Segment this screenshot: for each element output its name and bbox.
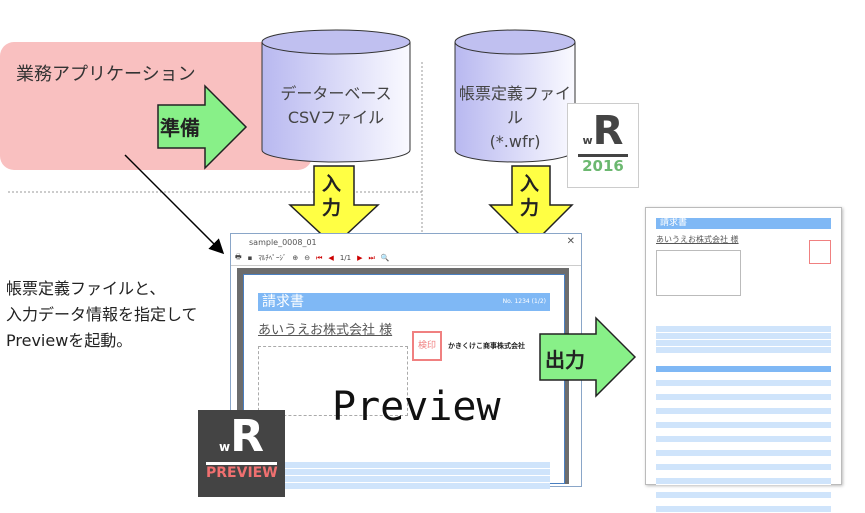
customer-name: あいうえお株式会社 様 <box>258 323 393 338</box>
definition-line2: (*.wfr) <box>489 132 541 151</box>
output-stamp <box>809 240 831 264</box>
prepare-label: 準備 <box>160 116 200 140</box>
output-arrow <box>539 316 637 398</box>
definition-line1: 帳票定義ファイル <box>458 84 571 127</box>
input-arrow-database <box>288 165 380 248</box>
definition-cylinder <box>454 29 576 163</box>
input-label-definition: 入力 <box>520 173 540 219</box>
view-mode-select[interactable]: ﾏﾙﾁﾍﾟｰｼﾞ <box>258 254 287 262</box>
database-label: データーベース CSVファイル <box>262 82 410 130</box>
address-box <box>258 346 408 416</box>
output-document: 請求書 あいうえお株式会社 様 <box>645 207 842 513</box>
window-titlebar: sample_0008_01 ✕ <box>231 234 581 251</box>
business-app-label: 業務アプリケーション <box>16 64 196 85</box>
output-payment-table <box>656 326 831 354</box>
wr-2016-logo: wR 2016 <box>567 103 639 188</box>
preview-window: sample_0008_01 ✕ 🖶 ▪ ﾏﾙﾁﾍﾟｰｼﾞ ⊕ ⊖ ⏮ ◀ 1/… <box>230 233 582 490</box>
note-line: Previewを起動。 <box>6 331 133 350</box>
page-indicator: 1/1 <box>339 254 352 262</box>
input-label-database: 入力 <box>322 173 342 219</box>
input-arrow-definition <box>488 165 574 248</box>
output-address-box <box>656 250 741 296</box>
business-app-area <box>0 42 312 170</box>
note-line: 入力データ情報を指定して <box>6 305 198 324</box>
close-icon[interactable]: ✕ <box>566 236 575 247</box>
search-icon[interactable]: 🔍 <box>380 254 390 262</box>
database-line2: CSVファイル <box>287 108 385 127</box>
output-items-table <box>656 366 831 513</box>
last-page-icon[interactable]: ⏭ <box>368 253 375 262</box>
wr-preview-logo: wR PREVIEW <box>198 410 285 497</box>
print-icon[interactable]: 🖶 <box>235 252 242 261</box>
database-line1: データーベース <box>280 84 392 103</box>
company-name: かきくけこ商事株式会社 <box>448 342 525 350</box>
save-icon[interactable]: ▪ <box>247 254 253 262</box>
next-page-icon[interactable]: ▶ <box>357 254 363 262</box>
prev-page-icon[interactable]: ◀ <box>328 254 334 262</box>
preview-caption: Preview <box>332 384 501 430</box>
note-line: 帳票定義ファイルと、 <box>6 279 166 298</box>
window-title: sample_0008_01 <box>249 238 317 247</box>
zoom-in-icon[interactable]: ⊕ <box>292 254 299 262</box>
output-customer: あいうえお株式会社 様 <box>656 235 739 244</box>
output-label: 出力 <box>545 348 585 372</box>
prepare-arrow <box>157 84 248 170</box>
seal-stamp: 検印 <box>412 331 442 361</box>
definition-label: 帳票定義ファイル (*.wfr) <box>455 82 575 154</box>
preview-toolbar: 🖶 ▪ ﾏﾙﾁﾍﾟｰｼﾞ ⊕ ⊖ ⏮ ◀ 1/1 ▶ ⏭ 🔍 <box>231 251 581 266</box>
output-doc-title: 請求書 <box>656 218 831 229</box>
first-page-icon[interactable]: ⏮ <box>316 253 323 262</box>
database-cylinder <box>261 29 411 163</box>
launch-arrow <box>124 154 225 255</box>
launch-note: 帳票定義ファイルと、 入力データ情報を指定して Previewを起動。 <box>6 276 198 354</box>
zoom-out-icon[interactable]: ⊖ <box>304 254 311 262</box>
